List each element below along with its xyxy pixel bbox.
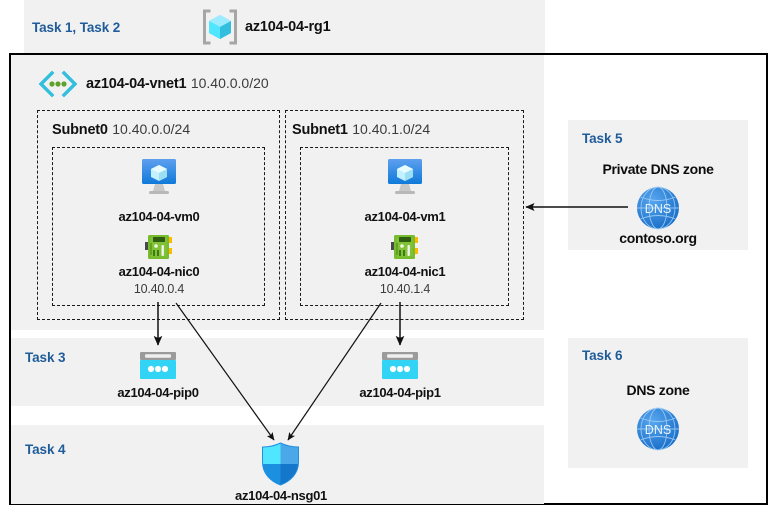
- nic1-ip: 10.40.1.4: [379, 282, 431, 296]
- public-ip-address-icon: [139, 351, 177, 381]
- resource-group-icon: [200, 7, 240, 47]
- resource-group-name: az104-04-rg1: [245, 19, 331, 35]
- subnet1-title: Subnet1 10.40.1.0/24: [292, 121, 430, 139]
- private-dns-zone-title: Private DNS zone: [602, 161, 714, 177]
- dns-icon-text: DNS: [645, 202, 671, 216]
- nic0-ip: 10.40.0.4: [133, 282, 185, 296]
- arrow-nic0-to-nsg: [175, 302, 275, 441]
- task-label-6: Task 6: [582, 348, 623, 363]
- dns-zone-icon: DNS: [632, 184, 684, 232]
- subnet1-prefix: 10.40.1.0/24: [352, 121, 431, 137]
- public-ip-address-icon: [381, 351, 419, 381]
- dns-zone-icon: DNS: [632, 405, 684, 453]
- virtual-network-icon: [36, 70, 80, 98]
- pip0-name: az104-04-pip0: [117, 385, 199, 400]
- subnet1-boundary: [285, 110, 524, 320]
- vnet-title: az104-04-vnet1 10.40.0.0/20: [86, 75, 269, 93]
- task3-panel: [11, 338, 544, 406]
- subnet1-vm-boundary: [300, 147, 509, 306]
- virtual-machine-icon: [137, 157, 181, 197]
- arrow-nic1-to-nsg: [287, 302, 382, 441]
- virtual-machine-icon: [383, 157, 427, 197]
- vnet-name: az104-04-vnet1: [86, 76, 187, 92]
- dns-icon-text: DNS: [645, 423, 671, 437]
- vm1-name: az104-04-vm1: [364, 209, 446, 224]
- dns-zone-title: DNS zone: [626, 382, 690, 398]
- subnet1-name: Subnet1: [292, 122, 348, 138]
- nic1-name: az104-04-nic1: [364, 264, 446, 279]
- vnet-address-space: 10.40.0.0/20: [190, 75, 269, 91]
- task-label-5: Task 5: [582, 131, 623, 146]
- pip1-name: az104-04-pip1: [359, 385, 441, 400]
- resource-group-header-panel: [24, 0, 545, 53]
- subnet0-title: Subnet0 10.40.0.0/24: [52, 121, 190, 139]
- network-interface-icon: [391, 233, 420, 261]
- subnet0-name: Subnet0: [52, 122, 108, 138]
- private-dns-zone-name: contoso.org: [619, 230, 697, 246]
- network-security-group-icon: [261, 442, 300, 486]
- task-label-3: Task 3: [25, 350, 66, 365]
- vnet-panel: [11, 55, 544, 330]
- network-interface-icon: [145, 233, 174, 261]
- subnet0-prefix: 10.40.0.0/24: [112, 121, 191, 137]
- task-label-1-2: Task 1, Task 2: [32, 20, 121, 35]
- task-label-4: Task 4: [25, 442, 66, 457]
- nsg-name: az104-04-nsg01: [235, 488, 327, 503]
- vm0-name: az104-04-vm0: [118, 209, 200, 224]
- nic0-name: az104-04-nic0: [118, 264, 200, 279]
